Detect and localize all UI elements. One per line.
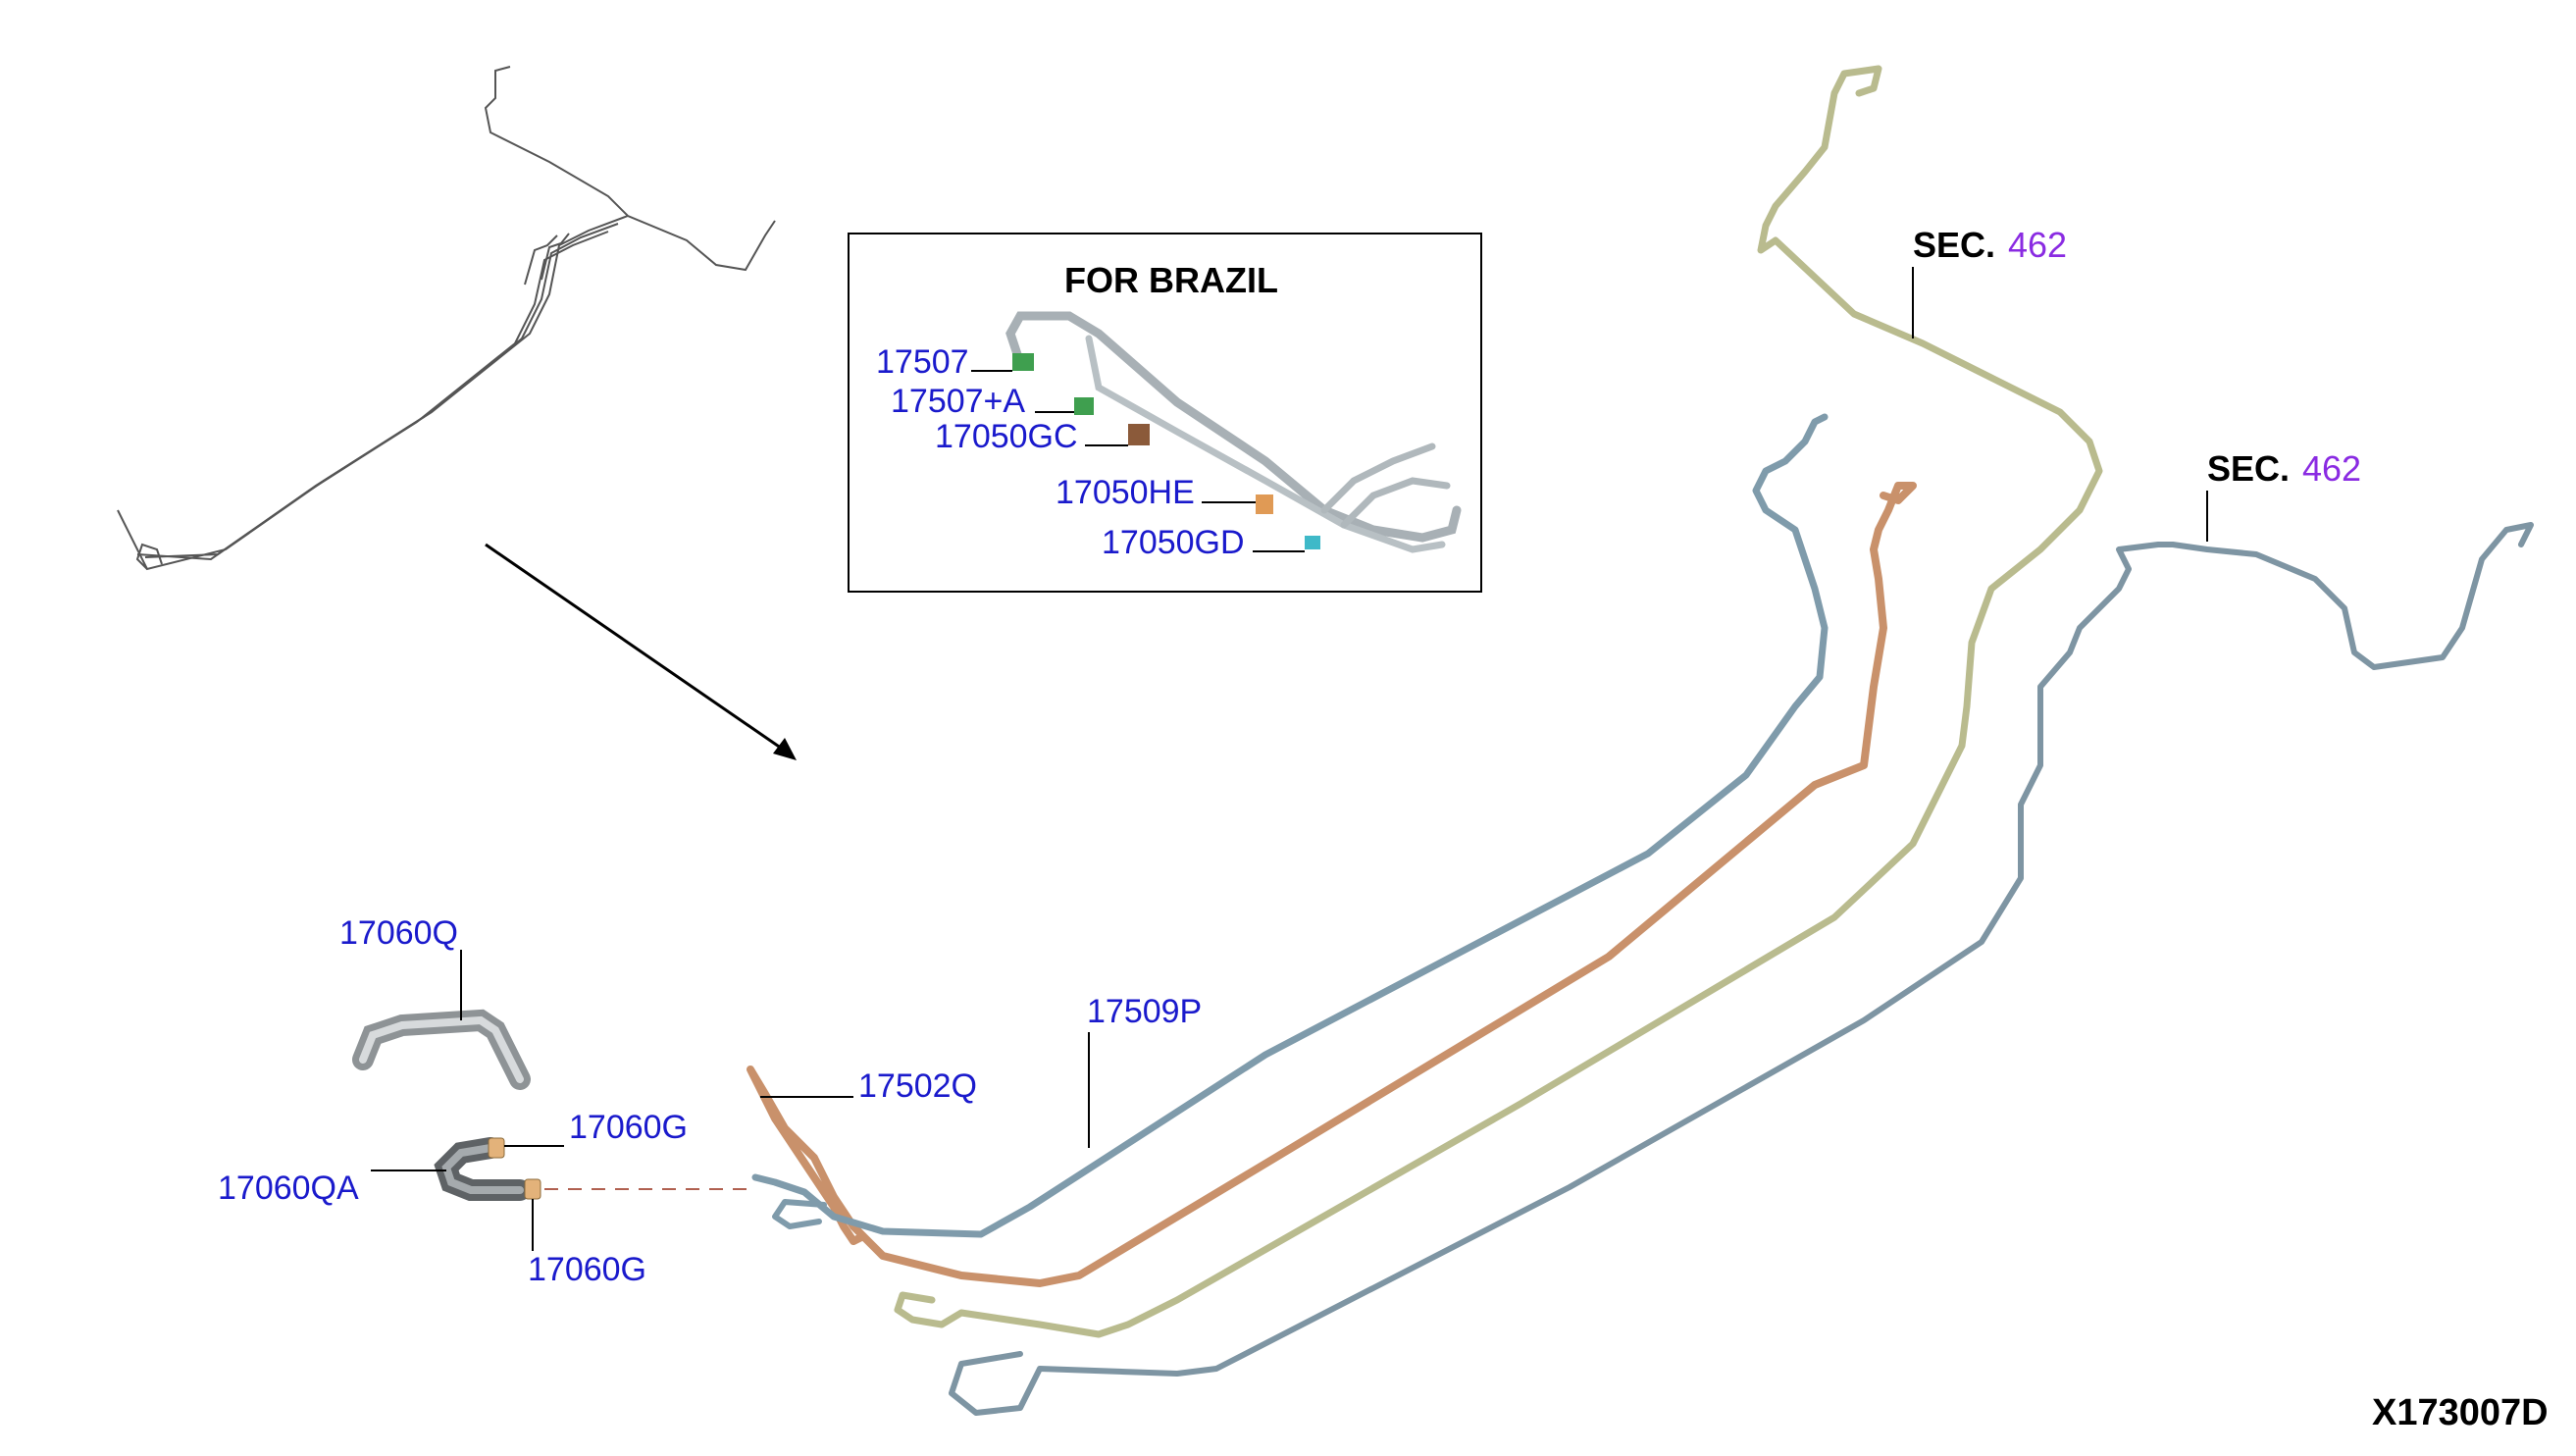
tube-bundle [747, 65, 2534, 1416]
part-17060q[interactable]: 17060Q [339, 914, 458, 952]
clip-17050gd [1305, 536, 1320, 549]
part-17050gc[interactable]: 17050GC [935, 418, 1078, 455]
clamp-17060g-bottom [524, 1178, 541, 1200]
clip-17050gc [1128, 424, 1150, 445]
part-17509p[interactable]: 17509P [1087, 993, 1202, 1030]
clip-17050he [1256, 494, 1273, 514]
inset-tube-assembly [1005, 311, 1462, 553]
brazil-inset: FOR BRAZIL 17507 17507+A 17050GC 17050HE… [848, 233, 1482, 593]
part-17502q[interactable]: 17502Q [858, 1067, 977, 1105]
part-17060qa[interactable]: 17060QA [218, 1170, 359, 1207]
inset-title: FOR BRAZIL [1064, 260, 1278, 300]
tube-blue [751, 413, 1829, 1238]
part-17060g-top[interactable]: 17060G [569, 1109, 688, 1146]
pointer-arrow [485, 543, 797, 760]
part-17507a[interactable]: 17507+A [891, 383, 1025, 420]
hose-17060q [352, 1009, 531, 1090]
tube-blue-hook [772, 1199, 827, 1229]
section-ref-1-prefix: SEC. [1913, 225, 1995, 265]
section-ref-1[interactable]: SEC. 462 [1913, 225, 2067, 265]
tube-copper [747, 482, 1917, 1287]
tube-olive [894, 65, 2103, 1338]
clip-17507a [1074, 397, 1094, 415]
tube-steel [949, 522, 2534, 1416]
overview-thumbnail [117, 66, 776, 571]
clip-17507 [1012, 353, 1034, 371]
section-ref-2-prefix: SEC. [2207, 448, 2290, 489]
section-ref-2[interactable]: SEC. 462 [2207, 448, 2361, 489]
part-17507[interactable]: 17507 [876, 343, 969, 381]
hose-17060qa [434, 1137, 531, 1201]
section-ref-1-number[interactable]: 462 [2008, 225, 2067, 265]
part-17050gd[interactable]: 17050GD [1102, 524, 1245, 561]
diagram-code: X173007D [2372, 1392, 2549, 1433]
part-17050he[interactable]: 17050HE [1056, 474, 1195, 511]
part-17060g-bottom[interactable]: 17060G [528, 1251, 646, 1288]
clamp-17060g-top [488, 1137, 505, 1159]
section-ref-2-number[interactable]: 462 [2302, 448, 2361, 489]
